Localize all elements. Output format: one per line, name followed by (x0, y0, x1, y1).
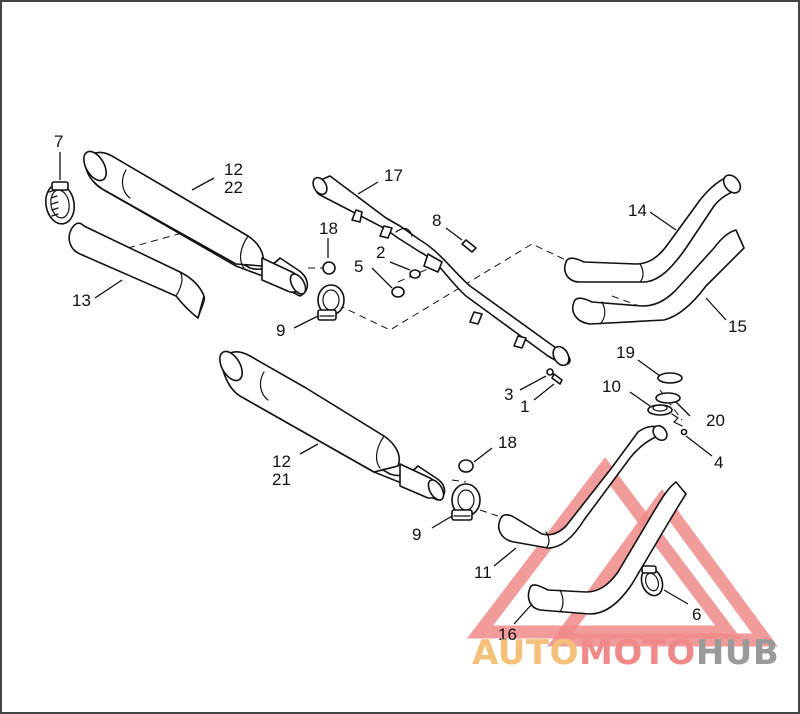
callout-6: 6 (692, 605, 701, 624)
muffler-clamp-upper (317, 284, 345, 321)
callout-9-upper: 9 (276, 321, 285, 340)
callout-5: 5 (354, 257, 363, 276)
mounting-bracket-rail (312, 175, 571, 367)
callout-8: 8 (432, 211, 441, 230)
callout-9-lower: 9 (412, 525, 421, 544)
callout-17: 17 (384, 166, 403, 185)
small-hardware (391, 239, 563, 385)
gasket-lower (458, 459, 474, 473)
callout-numbers: 7 12 22 13 18 5 2 17 8 9 3 1 14 15 19 10… (54, 132, 747, 644)
header-heat-shield (527, 481, 687, 615)
lower-muffler (219, 350, 446, 501)
rear-exhaust-header (498, 424, 668, 549)
callout-1: 1 (520, 397, 529, 416)
callout-19: 19 (616, 343, 635, 362)
rear-header-pipe (572, 229, 745, 325)
callout-14: 14 (628, 201, 647, 220)
callout-12-upper: 12 (224, 160, 243, 179)
watermark-text: AUTOMOTOHUB (472, 633, 779, 673)
callout-21: 21 (272, 470, 291, 489)
gasket-upper (322, 261, 336, 275)
callout-18-lower: 18 (498, 433, 517, 452)
watermark-auto: AUTO (472, 633, 579, 673)
callout-15: 15 (728, 317, 747, 336)
callout-18-upper: 18 (319, 219, 338, 238)
callout-2: 2 (376, 243, 385, 262)
callout-4: 4 (714, 453, 723, 472)
watermark-moto: MOTO (579, 633, 696, 673)
front-header-pipe (564, 174, 742, 283)
watermark-hub: HUB (696, 633, 779, 673)
callout-12-lower: 12 (272, 452, 291, 471)
hose-clamp-upper (44, 181, 76, 225)
callout-10: 10 (602, 377, 621, 396)
leader-lines (59, 152, 727, 625)
callout-20: 20 (706, 411, 725, 430)
callout-16: 16 (498, 625, 517, 644)
hose-clamp-lower (640, 565, 664, 597)
callout-3: 3 (504, 385, 513, 404)
callout-7: 7 (54, 132, 63, 151)
callout-22: 22 (224, 178, 243, 197)
heat-shield-cone (68, 222, 206, 319)
retaining-rings (647, 372, 688, 436)
callout-11: 11 (474, 563, 492, 582)
upper-muffler (83, 150, 309, 297)
watermark-logo-mark (466, 457, 778, 647)
svg-text:AUTOMOTOHUB: AUTOMOTOHUB (472, 633, 779, 673)
muffler-clamp-lower (451, 483, 481, 521)
callout-13: 13 (72, 291, 91, 310)
